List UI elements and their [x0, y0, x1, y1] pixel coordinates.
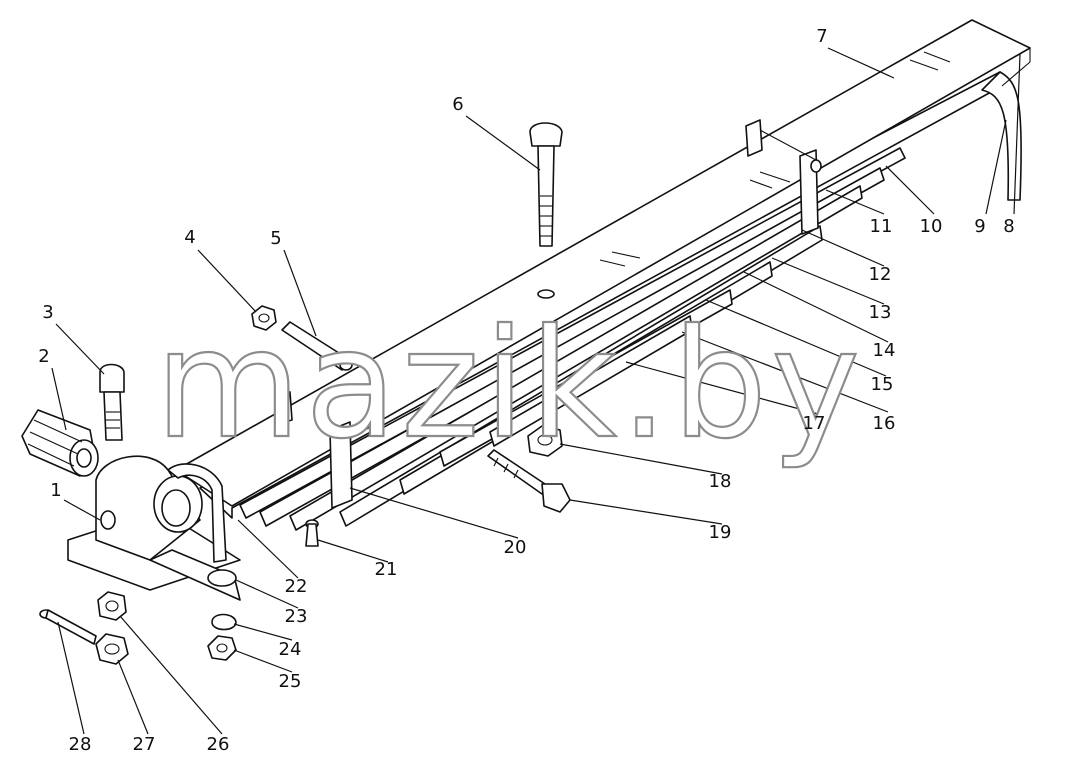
callout-10: 10: [920, 216, 943, 237]
callout-15: 15: [871, 374, 894, 395]
callout-6: 6: [452, 94, 463, 115]
leaf-lower-7: [489, 315, 693, 447]
castle-nut-27: [95, 633, 129, 665]
callout-22: 22: [285, 576, 308, 597]
callout-19: 19: [709, 522, 732, 543]
nut-4: [251, 305, 277, 331]
spring-washer-24: [211, 613, 237, 631]
leaf-lower-1: [239, 147, 906, 519]
leader-lines: [51, 47, 1021, 735]
rubber-bushing: [21, 409, 99, 477]
center-bolt: [529, 122, 563, 247]
callout-3: 3: [42, 302, 53, 323]
clamp-front: [275, 391, 353, 509]
callout-18: 18: [709, 471, 732, 492]
top-face-hatch: [599, 51, 951, 267]
clamp-rear: [745, 119, 822, 235]
castle-nut-26: [97, 591, 127, 621]
callout-20: 20: [504, 537, 527, 558]
callout-11: 11: [870, 216, 893, 237]
callout-4: 4: [184, 227, 195, 248]
callout-7: 7: [816, 26, 827, 47]
callout-24: 24: [279, 639, 302, 660]
callout-25: 25: [279, 671, 302, 692]
callout-21: 21: [375, 559, 398, 580]
callout-16: 16: [873, 413, 896, 434]
leaf-lower-2: [259, 167, 885, 527]
callout-26: 26: [207, 734, 230, 755]
nut-18: [527, 425, 563, 457]
callout-2: 2: [38, 346, 49, 367]
leaf-spring-pack: [175, 19, 1031, 531]
center-bolt-hole: [537, 289, 555, 299]
callout-13: 13: [869, 302, 892, 323]
callout-9: 9: [974, 216, 985, 237]
leaf-lower-3: [289, 185, 863, 531]
callout-28: 28: [69, 734, 92, 755]
callout-8: 8: [1003, 216, 1014, 237]
bolt-19: [487, 449, 571, 513]
callout-23: 23: [285, 606, 308, 627]
callout-27: 27: [133, 734, 156, 755]
nut-25: [207, 635, 237, 661]
callout-17: 17: [803, 413, 826, 434]
watermark: mazik.by: [155, 298, 864, 472]
pin-bolt: [99, 363, 125, 441]
clamp-bolt-head: [810, 159, 822, 173]
callout-14: 14: [873, 340, 896, 361]
callout-1: 1: [50, 480, 61, 501]
callout-12: 12: [869, 264, 892, 285]
front-bracket: [67, 455, 241, 601]
u-bolt-nut: [207, 569, 237, 587]
pin-5: [281, 321, 353, 371]
screw-21: [305, 519, 319, 547]
u-bolt: [167, 463, 227, 563]
cotter-pin-28: [39, 609, 97, 645]
leaf-eye-curl: [981, 71, 1022, 201]
callout-5: 5: [270, 228, 281, 249]
